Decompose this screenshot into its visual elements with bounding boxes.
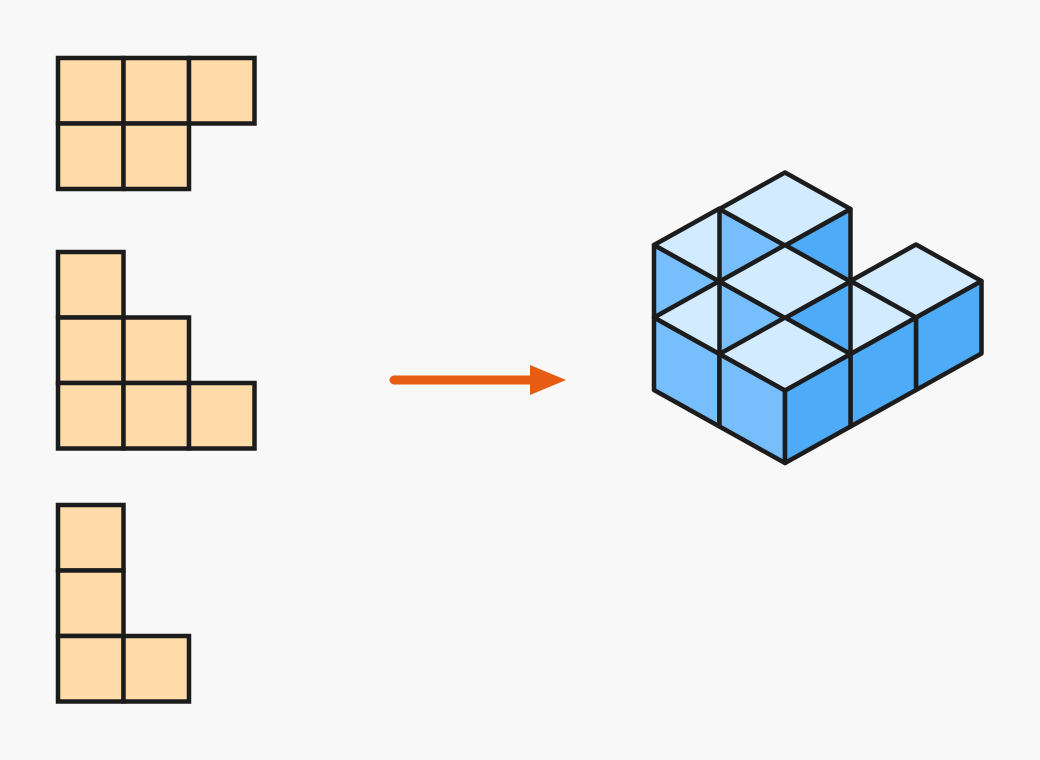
grid-cell — [55, 55, 126, 126]
grid-cell — [186, 55, 257, 126]
grid-cell — [186, 380, 257, 451]
arrow-head-icon — [530, 365, 566, 395]
grid-cell — [55, 633, 126, 704]
top-view — [55, 55, 257, 192]
grid-cell — [55, 502, 126, 573]
grid-cell — [121, 121, 192, 192]
front-view — [55, 249, 257, 451]
grid-cell — [55, 315, 126, 386]
grid-cell — [121, 55, 192, 126]
grid-cell — [55, 568, 126, 639]
grid-cell — [55, 380, 126, 451]
grid-cell — [55, 121, 126, 192]
cube — [717, 315, 853, 466]
transform-arrow — [389, 365, 566, 395]
cube-top-face — [717, 242, 853, 321]
grid-cell — [55, 249, 126, 320]
grid-cell — [121, 315, 192, 386]
grid-cell — [121, 633, 192, 704]
grid-cell — [121, 380, 192, 451]
side-view — [55, 502, 192, 704]
orthographic-views — [55, 55, 257, 704]
cube-top-face — [717, 315, 853, 393]
cube-solid — [651, 170, 984, 466]
cube-top-face — [717, 170, 853, 248]
